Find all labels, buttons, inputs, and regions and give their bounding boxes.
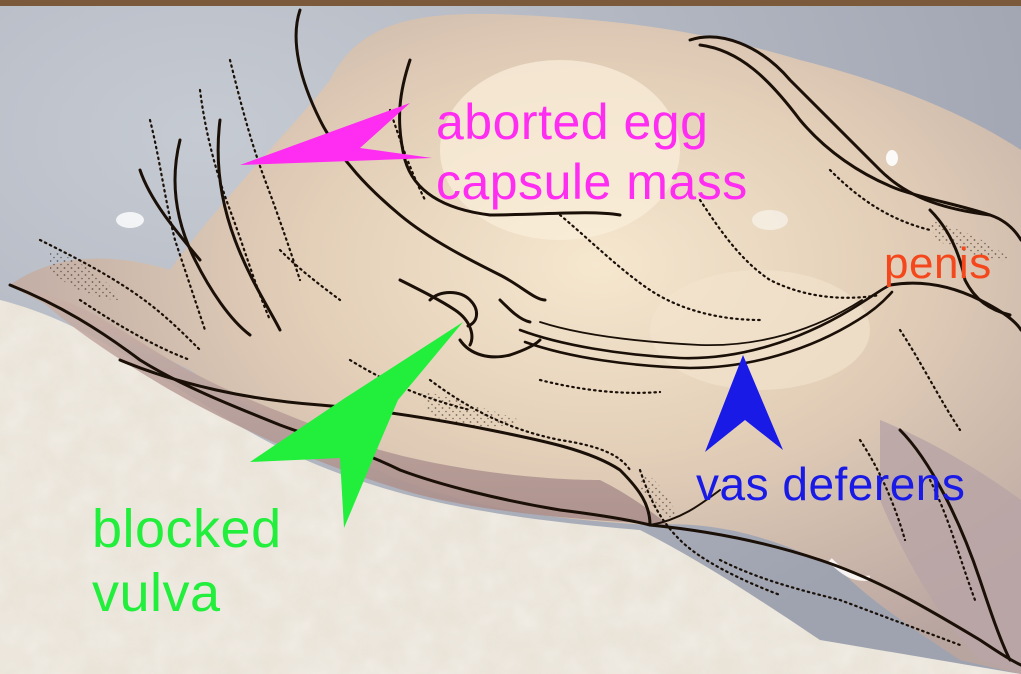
highlight — [752, 210, 788, 230]
penis-label: penis — [884, 238, 992, 290]
vulva-label-line2: vulva — [92, 564, 221, 622]
egg-mass-label-line1: aborted egg — [436, 96, 708, 148]
top-edge-strip — [0, 0, 1021, 6]
vas-deferens-label: vas deferens — [696, 458, 965, 510]
highlight — [886, 150, 898, 166]
highlight — [650, 270, 870, 390]
egg-mass-label-line2: capsule mass — [436, 156, 748, 208]
vulva-label-line1: blocked — [92, 500, 282, 558]
highlight — [116, 212, 144, 228]
